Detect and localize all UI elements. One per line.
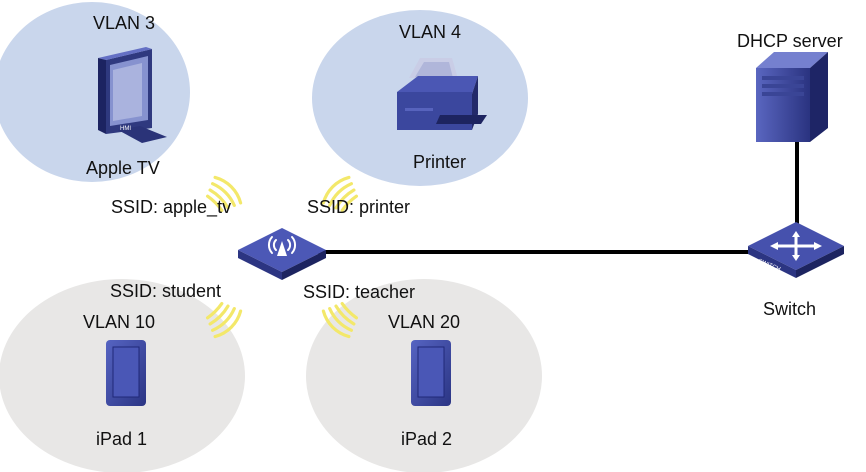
vlan10-label: VLAN 10 bbox=[83, 312, 156, 332]
server-icon bbox=[756, 52, 828, 142]
ssid-student-label: SSID: student bbox=[110, 281, 222, 301]
ssid-printer-label: SSID: printer bbox=[307, 197, 411, 217]
access-point-icon bbox=[238, 228, 326, 280]
apple-tv-label: Apple TV bbox=[86, 158, 160, 178]
ipad1-label: iPad 1 bbox=[96, 429, 148, 449]
printer-label: Printer bbox=[413, 152, 467, 172]
vlan20-label: VLAN 20 bbox=[388, 312, 461, 332]
monitor-icon: HMI bbox=[98, 47, 167, 143]
vlan3-label: VLAN 3 bbox=[93, 13, 156, 33]
switch-label: Switch bbox=[763, 299, 817, 319]
printer-icon bbox=[397, 58, 487, 130]
tablet-icon bbox=[106, 340, 146, 406]
ipad2-label: iPad 2 bbox=[401, 429, 453, 449]
ssid-apple-tv-label: SSID: apple_tv bbox=[111, 197, 232, 217]
dhcp-server-label: DHCP server bbox=[737, 31, 843, 51]
ssid-teacher-label: SSID: teacher bbox=[303, 282, 416, 302]
switch-icon: SWITCH bbox=[748, 222, 844, 278]
tablet-icon bbox=[411, 340, 451, 406]
wireless-signal-icon bbox=[206, 175, 358, 339]
monitor-screen-text: HMI bbox=[120, 126, 131, 132]
vlan4-label: VLAN 4 bbox=[399, 22, 462, 42]
